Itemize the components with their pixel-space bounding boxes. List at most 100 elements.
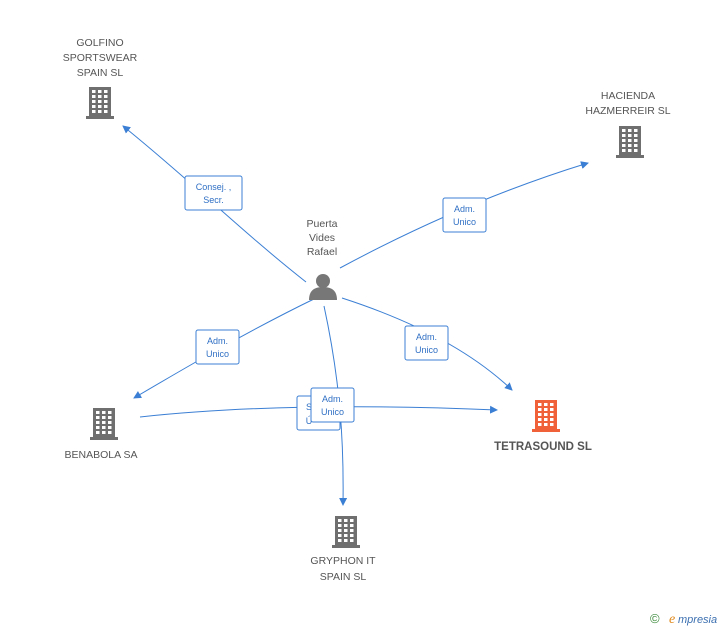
building-window bbox=[634, 129, 638, 132]
building-window bbox=[538, 413, 542, 416]
building-window bbox=[634, 134, 638, 137]
building-base bbox=[90, 437, 118, 440]
building-window bbox=[344, 529, 348, 532]
building-window bbox=[622, 129, 626, 132]
building-window bbox=[338, 539, 342, 542]
building-window bbox=[628, 144, 632, 147]
building-window bbox=[102, 431, 106, 434]
edge-label-line-1: Consej. , bbox=[196, 182, 232, 192]
company-node-gryphon[interactable]: GRYPHON IT SPAIN SL bbox=[310, 516, 376, 583]
building-icon bbox=[532, 400, 560, 432]
building-window bbox=[544, 403, 548, 406]
building-window bbox=[92, 90, 96, 93]
building-window bbox=[538, 403, 542, 406]
building-window bbox=[108, 416, 112, 419]
brand-name: mpresia bbox=[678, 614, 717, 626]
person-name-line-3: Rafael bbox=[307, 246, 337, 258]
company-node-hacienda[interactable]: HACIENDA HAZMERREIR SL bbox=[585, 90, 671, 158]
edge-label-line-2: Unico bbox=[415, 345, 438, 355]
building-window bbox=[96, 431, 100, 434]
edge-label-to-benabola[interactable]: Adm. Unico bbox=[195, 329, 240, 365]
building-window bbox=[104, 100, 108, 103]
building-window bbox=[102, 416, 106, 419]
building-base bbox=[532, 429, 560, 432]
building-window bbox=[622, 149, 626, 152]
building-window bbox=[104, 105, 108, 108]
building-window bbox=[344, 534, 348, 537]
building-window bbox=[98, 100, 102, 103]
edge-label-line-2: Unico bbox=[206, 349, 229, 359]
edge-label-line-1: S bbox=[306, 402, 312, 412]
building-window bbox=[102, 426, 106, 429]
building-window bbox=[98, 95, 102, 98]
building-base bbox=[332, 545, 360, 548]
building-window bbox=[98, 90, 102, 93]
edge-label-line-2: Unico bbox=[453, 217, 476, 227]
company-name-line-1: HACIENDA bbox=[601, 90, 655, 102]
building-window bbox=[96, 411, 100, 414]
building-window bbox=[628, 149, 632, 152]
building-window bbox=[544, 418, 548, 421]
edge-label-line-1: Adm. bbox=[207, 336, 228, 346]
edge-label-to-golfino[interactable]: Consej. , Secr. bbox=[184, 175, 243, 211]
building-window bbox=[622, 144, 626, 147]
company-node-golfino[interactable]: GOLFINO SPORTSWEAR SPAIN SL bbox=[63, 37, 138, 119]
edge-label-line-2: Ú bbox=[306, 416, 313, 426]
company-name-line-1: TETRASOUND SL bbox=[494, 441, 592, 453]
building-window bbox=[350, 524, 354, 527]
brand-initial: e bbox=[669, 612, 675, 627]
building-window bbox=[544, 408, 548, 411]
edge-label-to-hacienda[interactable]: Adm. Unico bbox=[442, 197, 487, 233]
building-window bbox=[550, 403, 554, 406]
edge-label-to-gryphon[interactable]: Adm. Unico bbox=[310, 387, 355, 423]
building-window bbox=[98, 105, 102, 108]
person-node[interactable]: Puerta Vides Rafael bbox=[307, 218, 338, 300]
building-window bbox=[628, 139, 632, 142]
building-window bbox=[338, 529, 342, 532]
building-window bbox=[628, 134, 632, 137]
building-window bbox=[104, 110, 108, 113]
building-window bbox=[350, 519, 354, 522]
building-window bbox=[544, 423, 548, 426]
building-icon bbox=[86, 87, 114, 119]
building-window bbox=[98, 110, 102, 113]
edge-label-to-tetrasound[interactable]: Adm. Unico bbox=[404, 325, 449, 361]
company-node-benabola[interactable]: BENABOLA SA bbox=[65, 408, 138, 461]
building-window bbox=[550, 413, 554, 416]
company-name-line-3: SPAIN SL bbox=[77, 67, 124, 79]
building-window bbox=[634, 139, 638, 142]
building-window bbox=[550, 408, 554, 411]
building-window bbox=[350, 539, 354, 542]
building-window bbox=[338, 519, 342, 522]
company-name-line-1: GRYPHON IT bbox=[310, 555, 376, 567]
footer-brand[interactable]: © e mpresia bbox=[650, 611, 717, 627]
building-icon bbox=[90, 408, 118, 440]
building-window bbox=[96, 426, 100, 429]
building-window bbox=[538, 408, 542, 411]
building-window bbox=[104, 90, 108, 93]
building-window bbox=[634, 149, 638, 152]
building-window bbox=[108, 421, 112, 424]
building-window bbox=[550, 423, 554, 426]
company-node-tetrasound[interactable]: TETRASOUND SL bbox=[494, 400, 592, 453]
building-window bbox=[344, 519, 348, 522]
company-name-line-1: BENABOLA SA bbox=[65, 449, 138, 461]
building-window bbox=[108, 431, 112, 434]
edge-labels: Consej. , Secr. Adm. Unico Adm. Unico Ad… bbox=[184, 175, 487, 431]
building-window bbox=[338, 524, 342, 527]
company-name-line-1: GOLFINO bbox=[76, 37, 123, 49]
person-name-line-2: Vides bbox=[309, 232, 335, 244]
building-window bbox=[634, 144, 638, 147]
building-window bbox=[102, 411, 106, 414]
building-window bbox=[92, 100, 96, 103]
building-window bbox=[538, 418, 542, 421]
building-window bbox=[350, 529, 354, 532]
copyright-icon: © bbox=[650, 611, 660, 626]
building-window bbox=[96, 416, 100, 419]
building-window bbox=[92, 110, 96, 113]
building-icon bbox=[332, 516, 360, 548]
edge-label-line-1: Adm. bbox=[454, 204, 475, 214]
building-window bbox=[92, 105, 96, 108]
building-window bbox=[102, 421, 106, 424]
